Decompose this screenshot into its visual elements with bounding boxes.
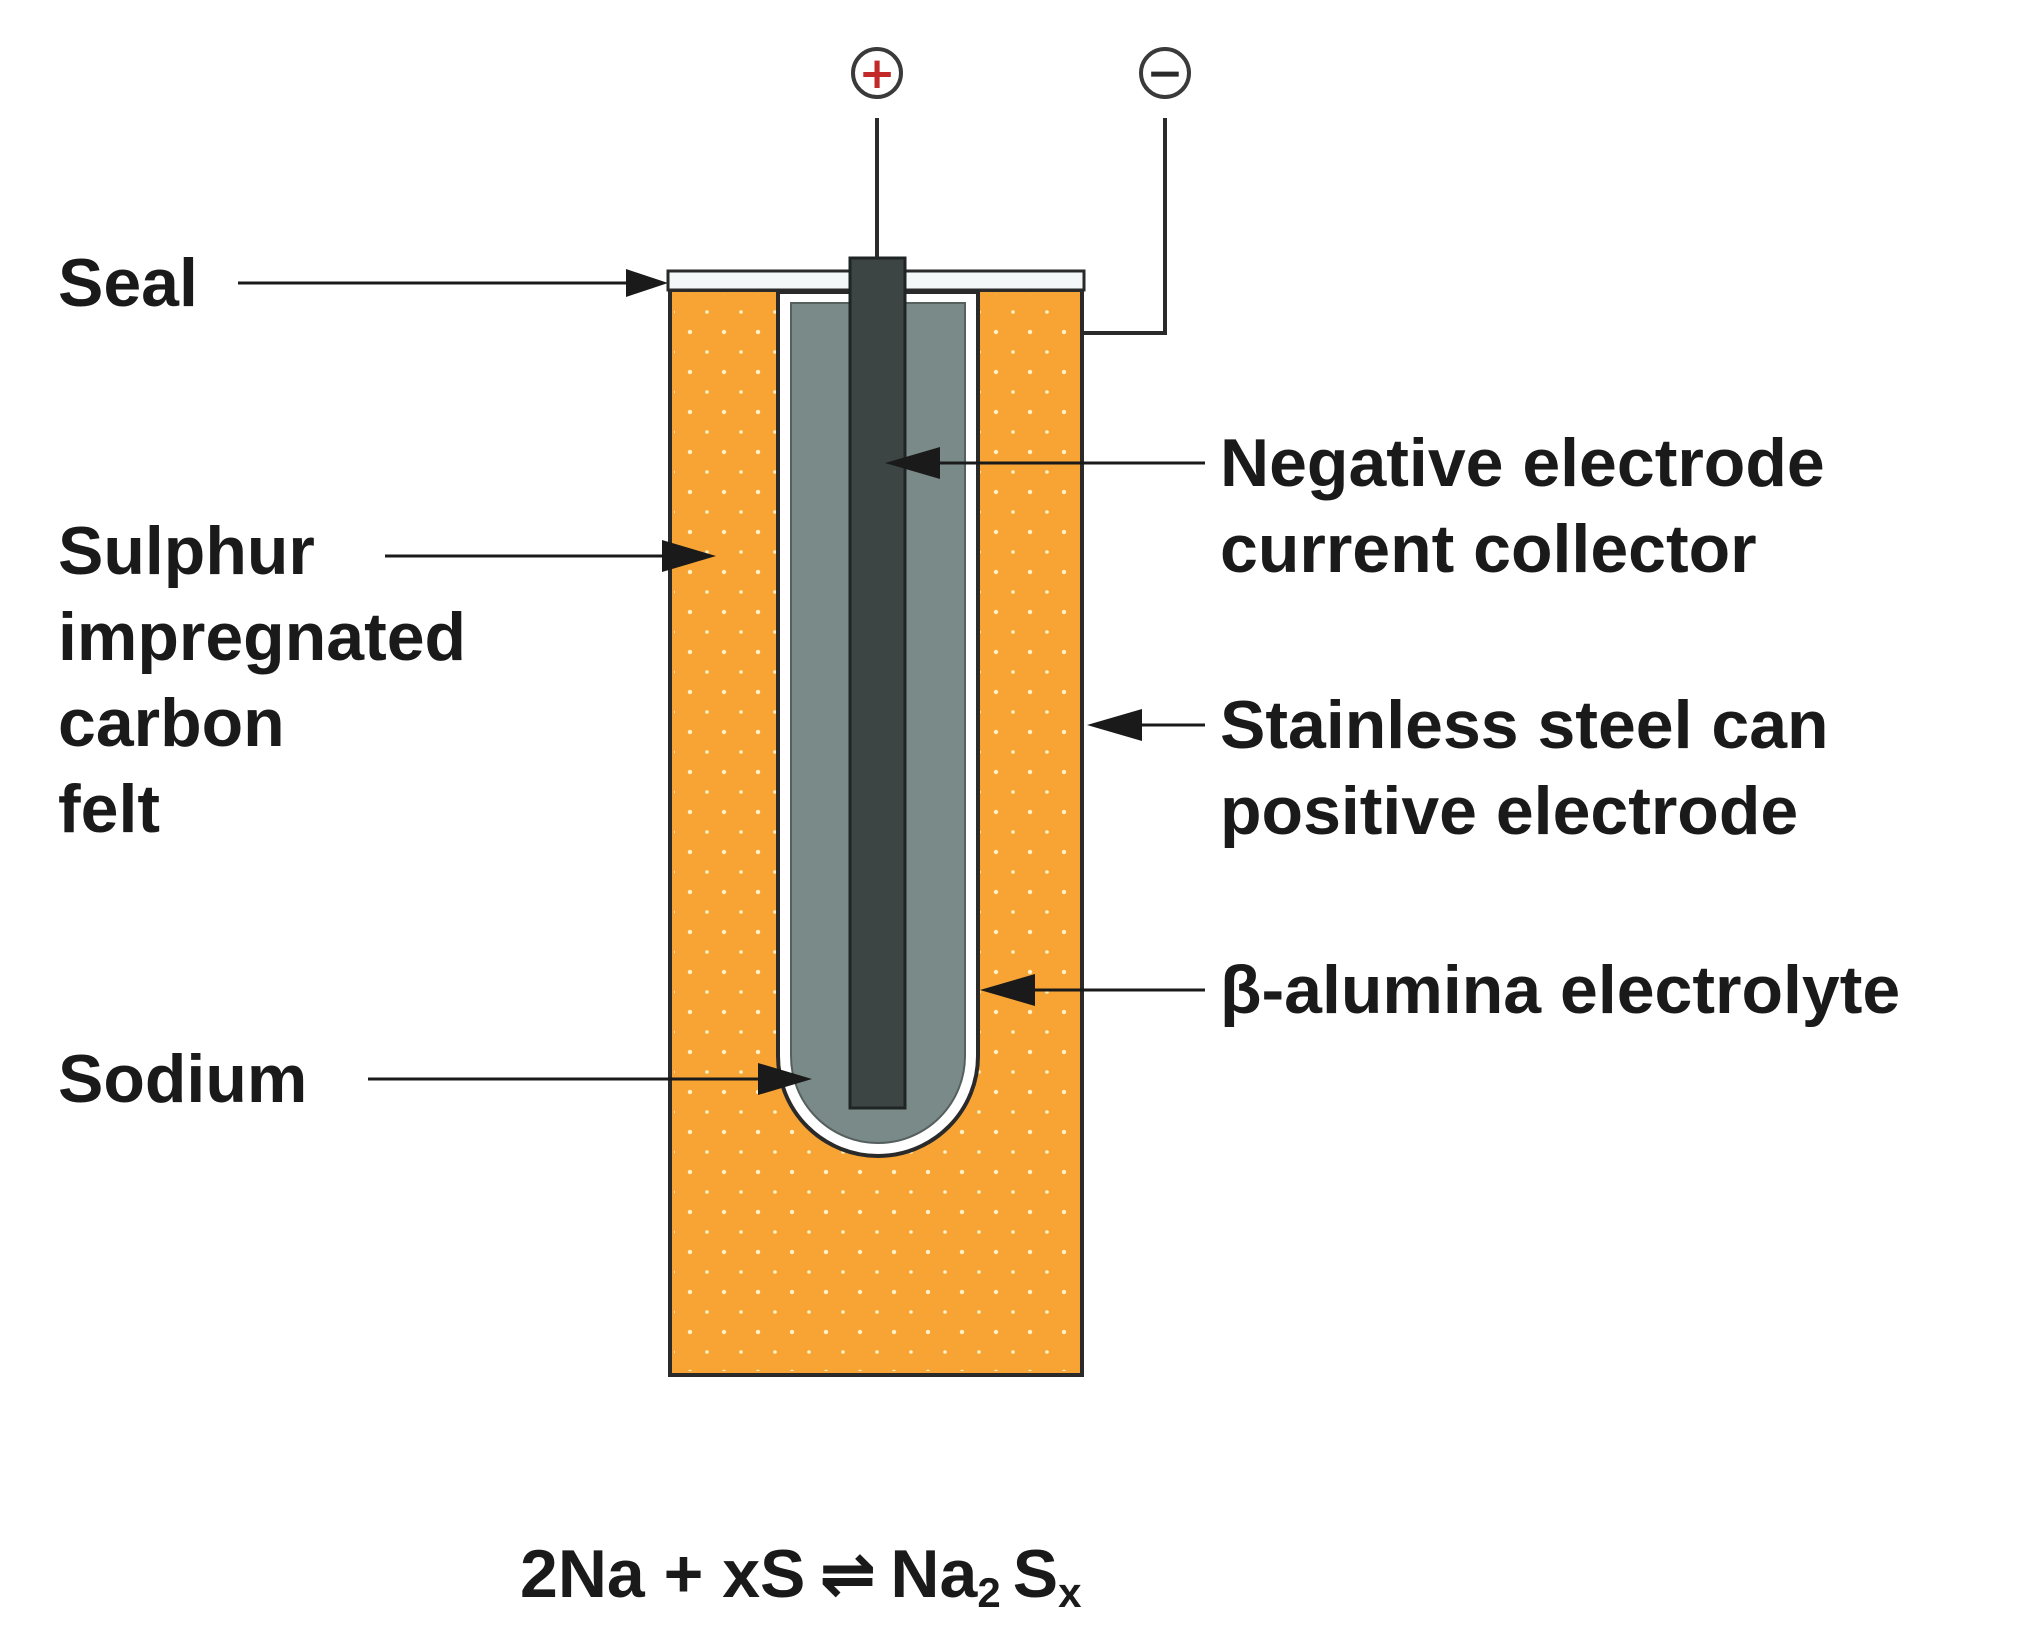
- equation-reactants: 2Na + xS: [520, 1536, 806, 1612]
- label-sulphur-line2: impregnated: [58, 599, 467, 675]
- label-sulphur-felt: Sulphur impregnated carbon felt: [58, 508, 466, 852]
- label-collector-line1: Negative electrode: [1220, 425, 1825, 501]
- positive-terminal-sign: +: [859, 48, 896, 99]
- label-steel-can: Stainless steel can positive electrode: [1220, 682, 1829, 854]
- sodium-arrowhead: [758, 1063, 812, 1095]
- label-sodium: Sodium: [58, 1041, 308, 1117]
- current-collector-rod: [848, 256, 907, 1110]
- label-collector-line2: current collector: [1220, 511, 1757, 587]
- sulphur-arrowhead: [662, 540, 716, 572]
- label-negative-collector: Negative electrode current collector: [1220, 420, 1825, 592]
- label-steel-can-line2: positive electrode: [1220, 773, 1799, 849]
- electrolyte-arrowhead: [980, 974, 1035, 1006]
- positive-terminal-circle: [851, 47, 903, 99]
- negative-terminal-circle: [1139, 47, 1191, 99]
- collector-arrowhead: [885, 447, 940, 479]
- equation-product-sub2: x: [1058, 1569, 1082, 1616]
- label-seal: Seal: [58, 245, 198, 321]
- equation-equilibrium-arrow: ⇌: [819, 1535, 877, 1614]
- label-sulphur-line3: carbon: [58, 685, 285, 761]
- label-sulphur-line1: Sulphur: [58, 513, 315, 589]
- label-sulphur-line4: felt: [58, 771, 160, 847]
- equation-product-sub1: 2: [977, 1569, 1001, 1616]
- equation-product-na: Na: [890, 1536, 978, 1612]
- equation-product-s: S: [1012, 1536, 1059, 1612]
- seal-arrowhead: [626, 269, 668, 297]
- label-electrolyte: β-alumina electrolyte: [1220, 952, 1901, 1028]
- steel-can-arrowhead: [1087, 709, 1142, 741]
- label-steel-can-line1: Stainless steel can: [1220, 687, 1829, 763]
- negative-terminal-sign: −: [1147, 48, 1184, 99]
- negative-terminal-wire: [1083, 118, 1167, 335]
